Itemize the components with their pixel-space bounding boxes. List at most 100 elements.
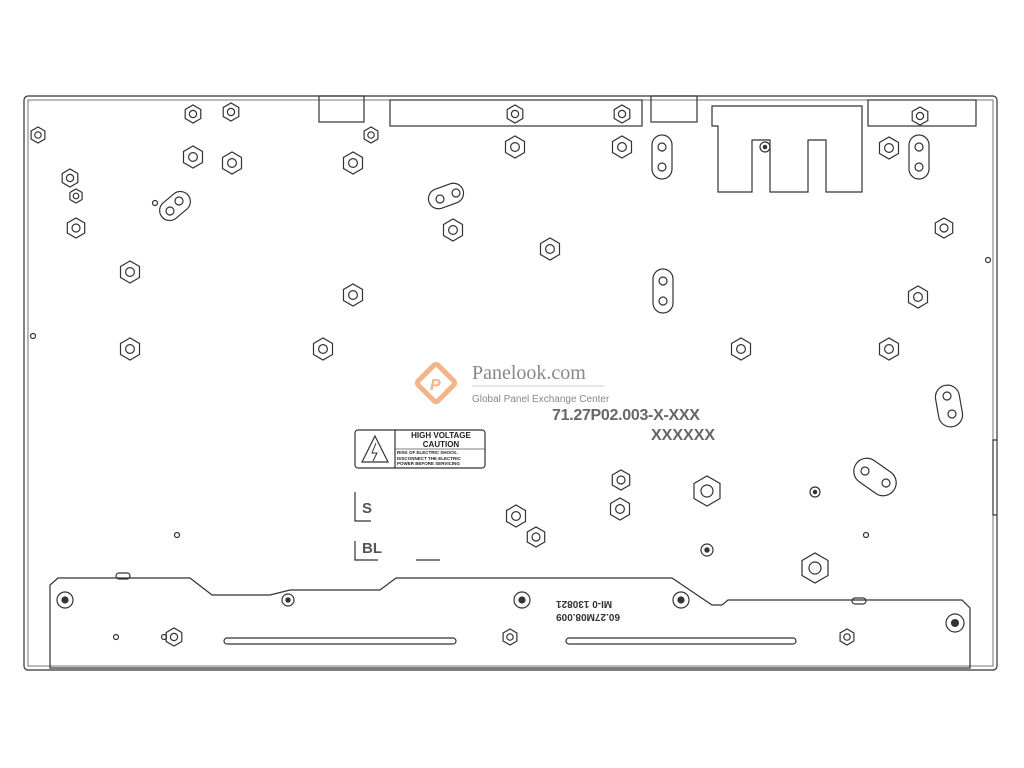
caution-line: DISCONNECT THE ELECTRIC — [397, 455, 461, 461]
standoff-nut — [693, 475, 721, 507]
standoff-hole — [616, 475, 626, 485]
standoff-nut — [801, 552, 829, 584]
plate-hole — [860, 466, 870, 476]
plate-hole — [658, 276, 668, 286]
caution-line: POWER BEFORE SERVICING — [397, 461, 460, 466]
standoff-nut — [182, 145, 204, 169]
svg-text:P: P — [430, 377, 441, 394]
plate-hole — [914, 162, 924, 172]
standoff-nut — [30, 126, 46, 144]
standoff-hole — [169, 632, 179, 642]
standoff-nut — [611, 469, 631, 491]
screw — [56, 591, 74, 609]
standoff-hole — [124, 267, 135, 278]
mount-plate — [934, 384, 964, 428]
standoff-hole — [617, 109, 627, 119]
mount-plate — [908, 134, 930, 180]
plate-hole — [435, 194, 445, 204]
screw — [513, 591, 531, 609]
standoff-hole — [883, 344, 894, 355]
caution-title: HIGH VOLTAGE — [411, 431, 471, 440]
standoff-nut — [609, 497, 631, 521]
standoff-nut — [539, 237, 561, 261]
standoff-nut — [730, 337, 752, 361]
standoff-hole — [226, 107, 236, 117]
standoff-nut — [119, 260, 141, 284]
caution-text-block: RISK OF ELECTRIC SHOCK. DISCONNECT THE E… — [397, 450, 485, 467]
plate-hole — [658, 296, 668, 306]
mount-plate — [652, 268, 674, 314]
hole — [112, 633, 120, 641]
standoff-nut — [69, 188, 83, 204]
hole — [862, 531, 870, 539]
plate-hole — [165, 206, 175, 216]
hole — [160, 633, 168, 641]
clip — [851, 597, 867, 605]
hole — [151, 199, 159, 207]
clip — [115, 572, 131, 580]
standoff-hole — [531, 532, 541, 542]
standoff-hole — [318, 344, 329, 355]
standoff-nut — [907, 285, 929, 309]
standoff-nut — [119, 337, 141, 361]
mount-plate — [159, 190, 191, 222]
standoff-hole — [700, 484, 714, 498]
standoff-nut — [66, 217, 86, 239]
standoff-nut — [506, 104, 524, 124]
standoff-hole — [72, 192, 80, 200]
standoff-hole — [367, 131, 375, 139]
top-tab — [650, 95, 698, 123]
screw-head — [812, 489, 818, 495]
standoff-hole — [510, 142, 521, 153]
standoff-hole — [912, 292, 923, 303]
standoff-nut — [61, 168, 79, 188]
standoff-nut — [165, 627, 183, 647]
screw — [700, 543, 714, 557]
mount-plate — [853, 457, 897, 497]
caution-title-block: HIGH VOLTAGE CAUTION — [398, 431, 484, 449]
standoff-nut — [221, 151, 243, 175]
board-date-code: MI-0 130821 — [556, 598, 613, 609]
hole — [984, 256, 992, 264]
slot — [565, 637, 797, 645]
plate-hole — [657, 162, 667, 172]
standoff-hole — [506, 633, 514, 641]
screw — [809, 486, 821, 498]
s-mark-bracket — [354, 492, 371, 522]
plate-hole — [942, 391, 952, 401]
screw-head — [518, 596, 526, 604]
standoff-nut — [611, 135, 633, 159]
standoff-nut — [934, 217, 954, 239]
screw — [281, 593, 295, 607]
standoff-hole — [544, 244, 555, 255]
bottom-pcb-cover — [49, 577, 971, 669]
bl-mark-bracket — [354, 541, 440, 561]
standoff-hole — [227, 158, 238, 169]
standoff-hole — [124, 344, 135, 355]
standoff-nut — [911, 106, 929, 126]
hole — [173, 531, 181, 539]
watermark-tagline: Global Panel Exchange Center — [472, 394, 610, 405]
serial-number: XXXXXX — [651, 427, 716, 444]
plate-hole — [174, 196, 184, 206]
standoff-nut — [504, 135, 526, 159]
standoff-hole — [616, 142, 627, 153]
standoff-hole — [188, 152, 199, 163]
standoff-hole — [883, 143, 894, 154]
mount-plate — [651, 134, 673, 180]
standoff-nut — [613, 104, 631, 124]
plate-hole — [947, 409, 957, 419]
screw-head — [61, 596, 69, 604]
standoff-hole — [65, 173, 75, 183]
standoff-hole — [614, 504, 625, 515]
slot — [223, 637, 457, 645]
plate-hole — [881, 478, 891, 488]
standoff-hole — [71, 223, 81, 233]
warning-triangle-icon — [361, 434, 389, 463]
hole — [29, 332, 37, 340]
plate-hole — [657, 142, 667, 152]
top-bracket — [389, 99, 643, 127]
bl-mark: BL — [362, 540, 382, 557]
top-tab — [318, 95, 365, 123]
